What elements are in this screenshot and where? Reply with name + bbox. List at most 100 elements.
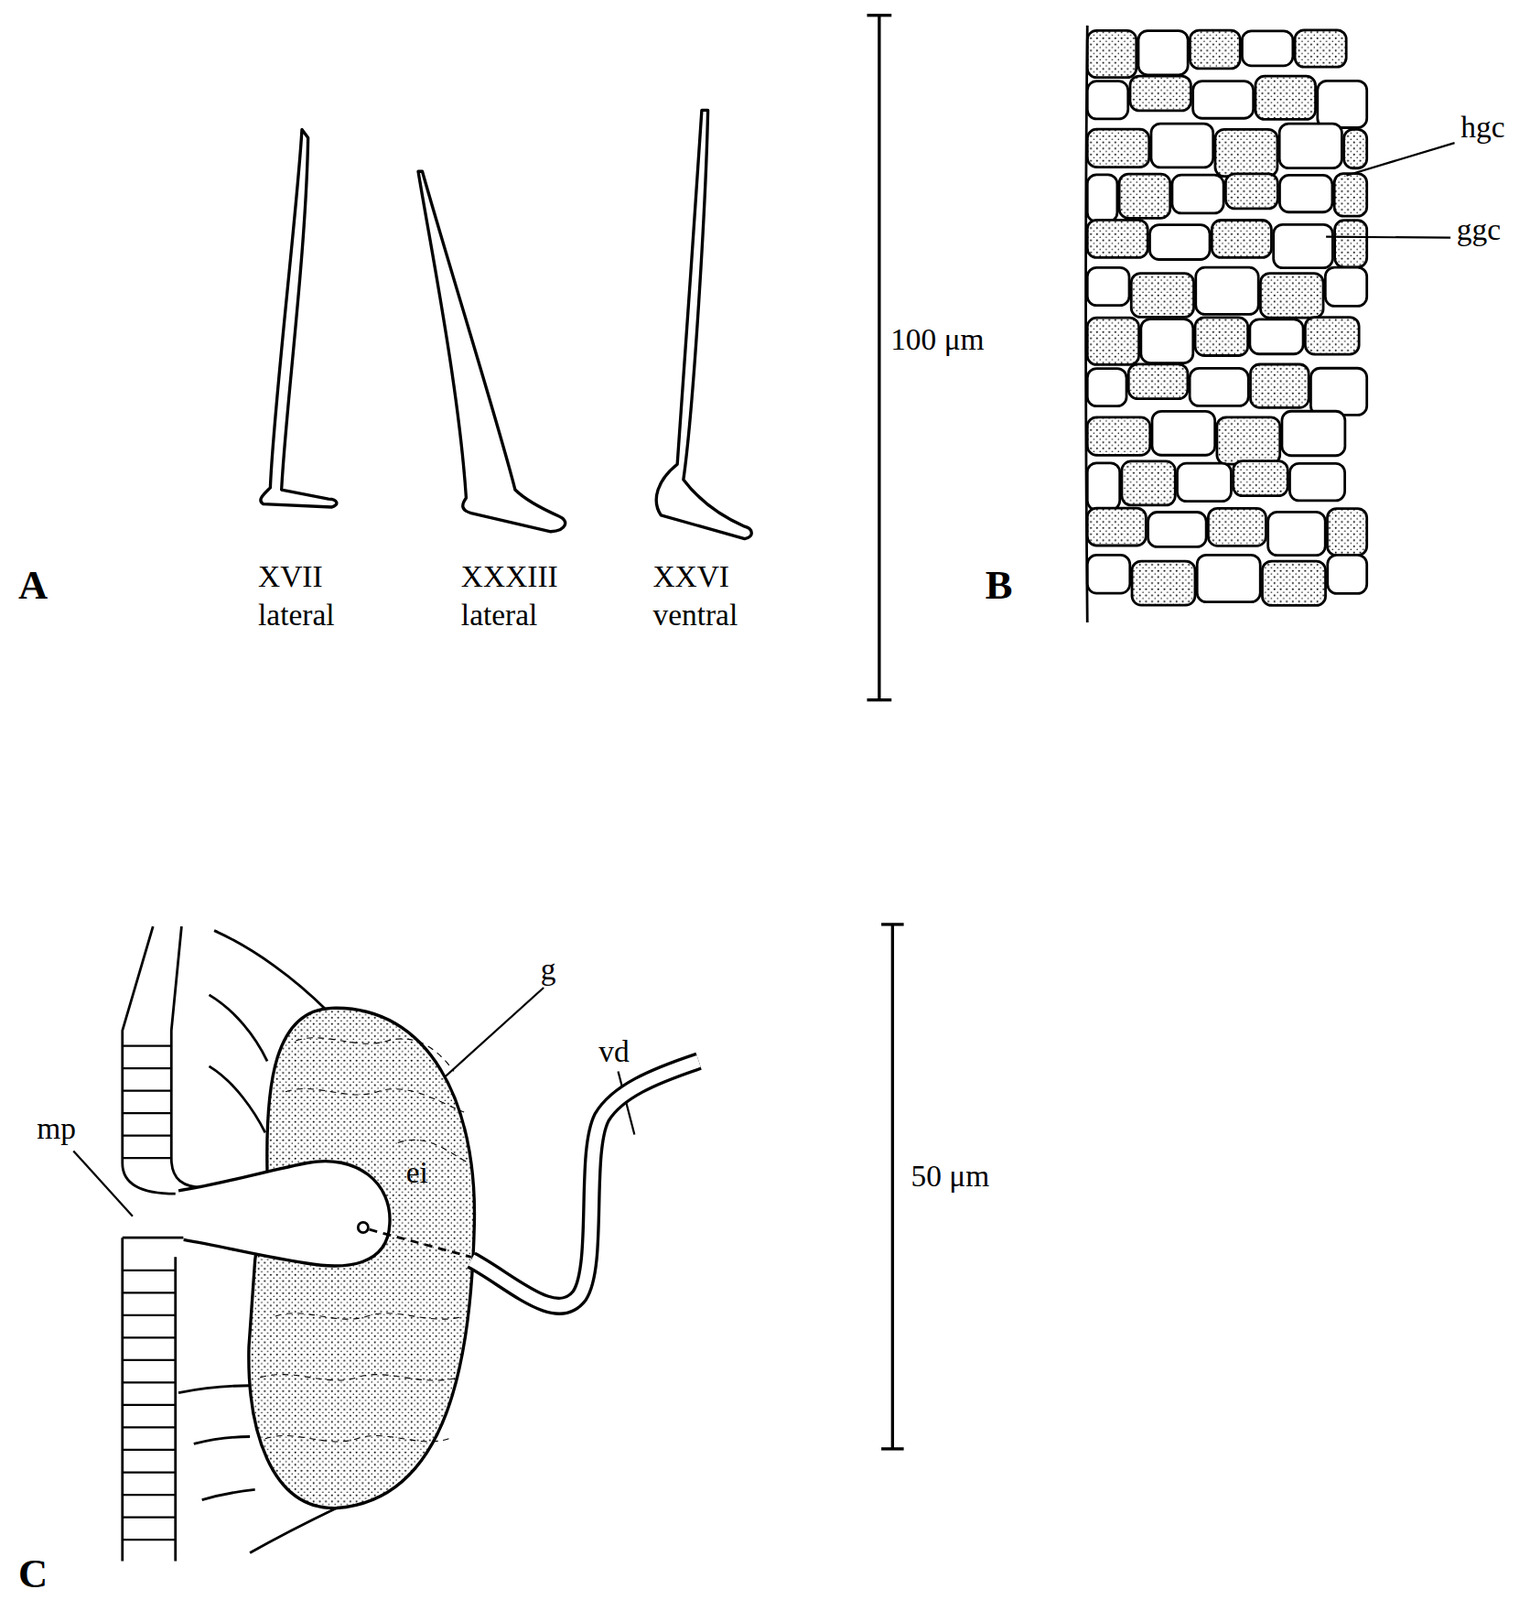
cell xyxy=(1128,364,1188,399)
chaetae xyxy=(260,109,752,539)
stripe xyxy=(122,1493,176,1496)
cell xyxy=(1344,129,1368,168)
part-label: ggc xyxy=(1456,210,1501,249)
cell xyxy=(1151,123,1214,168)
cell xyxy=(1260,273,1324,319)
stripe xyxy=(122,1269,176,1272)
cell xyxy=(1233,461,1289,496)
cell xyxy=(1317,80,1368,128)
stripe xyxy=(122,1538,176,1541)
cell xyxy=(1138,31,1188,76)
cell xyxy=(1326,508,1367,556)
stripe xyxy=(122,1336,176,1338)
part-label: g xyxy=(540,949,557,989)
cell xyxy=(1087,554,1131,593)
cell xyxy=(1255,75,1316,119)
duct-opening xyxy=(357,1221,368,1232)
cell xyxy=(1131,560,1196,605)
cell xyxy=(1148,512,1207,548)
cell xyxy=(1189,367,1249,406)
cell xyxy=(1215,129,1278,176)
cell xyxy=(1087,417,1151,456)
cell xyxy=(1304,317,1359,355)
stripe xyxy=(122,1134,173,1137)
ejaculatory-bulb xyxy=(178,1161,390,1266)
stripe xyxy=(122,1314,176,1316)
stripe xyxy=(122,1470,176,1473)
cell xyxy=(1217,417,1281,464)
cell xyxy=(1250,364,1310,408)
chaeta-label: XXXIII lateral xyxy=(461,557,559,635)
stripe xyxy=(122,1111,173,1114)
cell xyxy=(1261,560,1326,605)
stripe xyxy=(122,1425,176,1428)
duct-dashed xyxy=(369,1228,472,1257)
cell xyxy=(1279,174,1332,212)
stripe xyxy=(122,1515,176,1518)
cell xyxy=(1087,317,1139,365)
cell xyxy=(1225,173,1278,209)
cell xyxy=(1119,173,1171,218)
stripe xyxy=(122,1156,173,1159)
cell xyxy=(1335,220,1368,268)
cell xyxy=(1282,410,1346,455)
panel-letter: C xyxy=(18,1551,48,1596)
scale-label: 100 μm xyxy=(890,320,984,359)
cell xyxy=(1310,367,1367,415)
cell xyxy=(1189,30,1240,69)
cell xyxy=(1334,173,1368,217)
cell xyxy=(1268,511,1326,555)
cell xyxy=(1131,273,1194,318)
panel-letter: B xyxy=(985,562,1013,608)
cell xyxy=(1087,219,1148,258)
cell xyxy=(1087,267,1130,305)
cell xyxy=(1196,554,1261,602)
cell xyxy=(1087,507,1146,546)
chaeta-label: XVII lateral xyxy=(258,557,335,635)
cell xyxy=(1130,75,1191,111)
part-label: vd xyxy=(598,1032,629,1071)
cell xyxy=(1087,30,1137,77)
stripe xyxy=(122,1291,176,1293)
cell xyxy=(1149,225,1210,260)
cell xyxy=(1152,410,1216,455)
cell xyxy=(1241,31,1293,66)
part-label: ei xyxy=(406,1152,429,1192)
vas-deferens xyxy=(471,1060,700,1306)
cell xyxy=(1087,81,1128,119)
vas-deferens-lumen xyxy=(471,1060,700,1306)
scale-label: 50 μm xyxy=(910,1156,990,1196)
stripe xyxy=(122,1066,173,1069)
cell xyxy=(1249,319,1304,355)
cell xyxy=(1294,30,1347,67)
cell xyxy=(1087,368,1127,407)
cell xyxy=(1121,461,1175,506)
cell xyxy=(1289,463,1345,500)
cuticle-line xyxy=(1086,25,1089,623)
cell xyxy=(1172,174,1224,214)
stripe xyxy=(122,1448,176,1451)
panel-letter: A xyxy=(18,562,48,608)
stripe xyxy=(122,1088,173,1091)
cell xyxy=(1193,81,1254,119)
cell xyxy=(1207,507,1266,546)
cell xyxy=(1279,123,1342,169)
cell xyxy=(1327,554,1368,593)
cell xyxy=(1195,317,1249,356)
cell xyxy=(1087,174,1118,222)
cell xyxy=(1141,319,1194,364)
cell xyxy=(1325,267,1367,306)
stripe xyxy=(122,1358,176,1361)
stripe xyxy=(122,1380,176,1383)
wall-stripes xyxy=(122,1045,176,1541)
cell xyxy=(1087,463,1120,510)
stripe xyxy=(122,1403,176,1406)
chaeta-label: XXVI ventral xyxy=(652,557,738,635)
cell xyxy=(1195,267,1259,314)
part-label: mp xyxy=(36,1109,76,1148)
stripe xyxy=(122,1044,173,1046)
cell xyxy=(1211,220,1272,259)
cell xyxy=(1273,224,1334,268)
